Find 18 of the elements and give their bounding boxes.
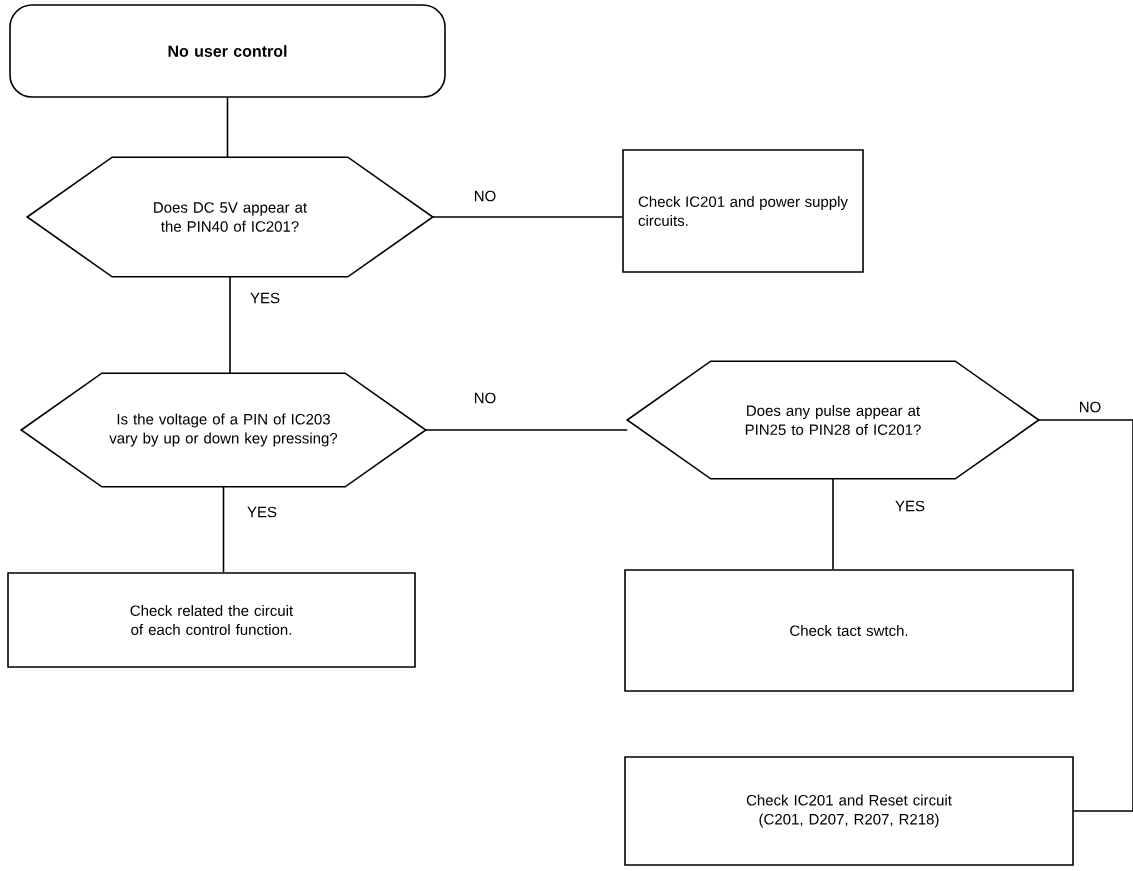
connector-line [1038, 419, 1133, 812]
edge-label: YES [246, 505, 278, 519]
edge-label: YES [249, 291, 281, 305]
connector-line [832, 478, 834, 570]
connector-line [425, 429, 628, 431]
edge-label: NO [1077, 400, 1103, 414]
connector-line [432, 216, 623, 218]
edge-label: YES [894, 499, 926, 513]
process-box: Check IC201 and Reset circuit (C201, D207, R207, R218) [624, 756, 1074, 866]
process-box: Check related the circuit of each control function. [7, 572, 416, 668]
connector-line [222, 486, 225, 573]
edge-label: NO [472, 189, 498, 203]
process-box: Check tact swtch. [624, 569, 1074, 692]
connector-line [229, 276, 231, 374]
process-box: Check IC201 and power supply circuits. [622, 149, 864, 273]
start-terminal: No user control [9, 4, 446, 98]
edge-label: NO [472, 391, 498, 405]
connector-line [226, 97, 229, 158]
